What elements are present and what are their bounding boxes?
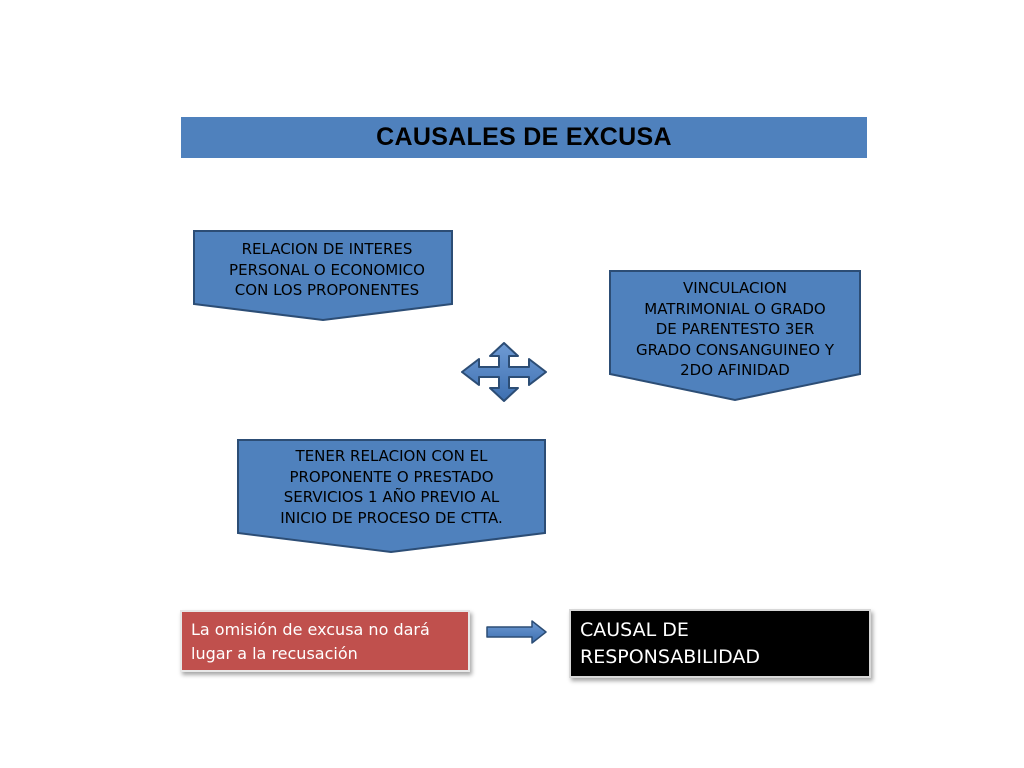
- callout-vinculacion: VINCULACION MATRIMONIAL O GRADO DE PAREN…: [609, 270, 861, 402]
- callout-relacion-proponente: TENER RELACION CON EL PROPONENTE O PREST…: [237, 439, 546, 554]
- four-way-arrow-icon: [461, 342, 547, 407]
- diagram-title-bar: CAUSALES DE EXCUSA: [181, 117, 867, 158]
- callout-relacion-proponente-text: TENER RELACION CON EL PROPONENTE O PREST…: [280, 447, 503, 527]
- callout-shape: [237, 439, 546, 554]
- omission-note-box: La omisión de excusa no dará lugar a la …: [180, 610, 470, 672]
- omission-note-text: La omisión de excusa no dará lugar a la …: [191, 620, 430, 663]
- callout-relacion-interes: RELACION DE INTERES PERSONAL O ECONOMICO…: [193, 230, 453, 322]
- responsabilidad-box: CAUSAL DE RESPONSABILIDAD: [569, 609, 871, 678]
- callout-relacion-interes-text: RELACION DE INTERES PERSONAL O ECONOMICO…: [229, 240, 425, 299]
- callout-vinculacion-text: VINCULACION MATRIMONIAL O GRADO DE PAREN…: [635, 279, 835, 379]
- callout-shape: [609, 270, 861, 402]
- diagram-title: CAUSALES DE EXCUSA: [376, 123, 672, 151]
- callout-shape: [193, 230, 453, 322]
- right-arrow-icon: [486, 620, 548, 649]
- responsabilidad-text: CAUSAL DE RESPONSABILIDAD: [580, 619, 761, 668]
